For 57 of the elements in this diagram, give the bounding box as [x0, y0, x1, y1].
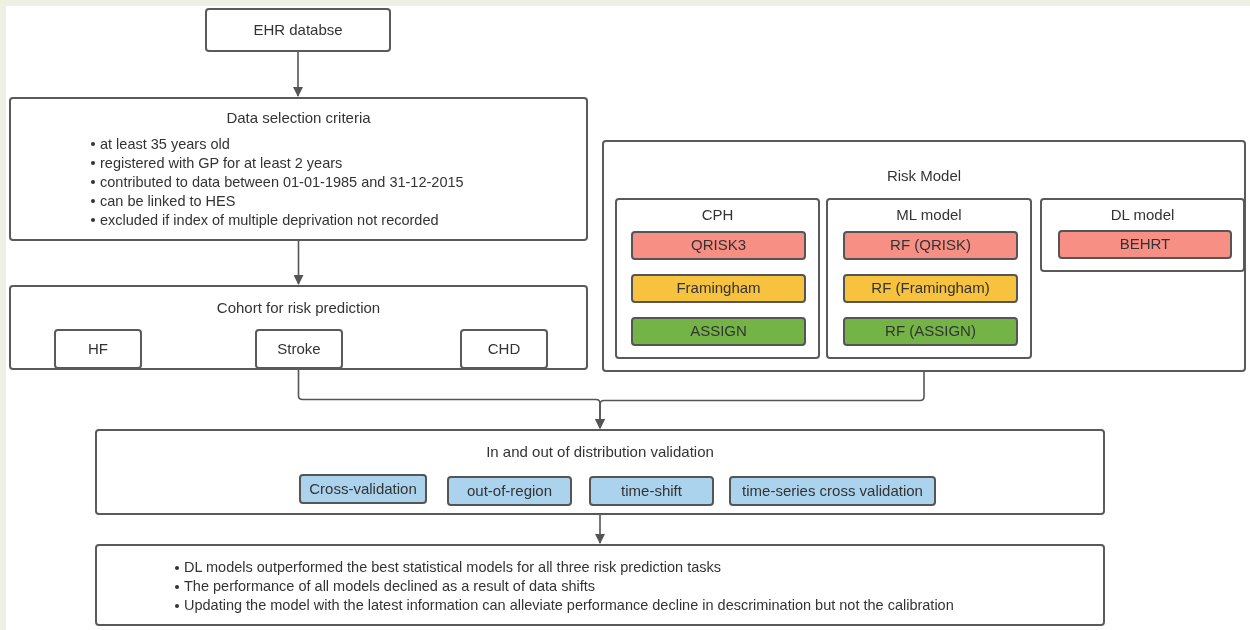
box-label: Stroke — [277, 338, 321, 359]
process-box — [54, 329, 142, 369]
box-heading: Data selection criteria — [226, 108, 371, 128]
model-group-box — [1040, 198, 1245, 272]
bullet-text: contributed to data between 01-01-1985 and 31-12-2015 — [100, 172, 464, 192]
model-group-box — [826, 198, 1032, 359]
chip-label: Cross-validation — [309, 478, 417, 499]
model-chip — [631, 274, 806, 303]
model-chip — [631, 317, 806, 346]
group-heading: ML model — [896, 205, 962, 225]
bullet-text: DL models outperformed the best statistical models for all three risk prediction tasks — [184, 558, 721, 577]
model-chip — [631, 231, 806, 260]
chip-label: BEHRT — [1119, 234, 1171, 255]
chip-label: time-series cross validation — [742, 480, 923, 501]
group-box — [602, 140, 1246, 372]
group-box — [95, 429, 1105, 515]
bullet-text: The performance of all models declined as a result of data shifts — [184, 577, 596, 596]
arrow — [293, 51, 303, 97]
box-label: HF — [88, 338, 108, 359]
group-heading: DL model — [1110, 205, 1175, 225]
bullet-text: excluded if index of multiple deprivation not recorded — [100, 210, 439, 230]
chip-label: time-shift — [621, 480, 682, 501]
model-chip — [843, 274, 1018, 303]
model-group-box — [615, 198, 820, 359]
arrow — [293, 240, 304, 285]
chip-label: RF (ASSIGN) — [885, 321, 976, 342]
model-chip — [299, 474, 427, 504]
model-chip — [843, 317, 1018, 346]
model-chip — [1058, 230, 1232, 259]
group-heading: Cohort for risk prediction — [216, 298, 381, 318]
box-label: CHD — [487, 338, 521, 359]
chip-label: RF (QRISK) — [890, 235, 971, 256]
bullet-text: Updating the model with the latest information can alleviate performance decline in descrimination but not the calibration — [184, 596, 954, 615]
model-chip — [843, 231, 1018, 260]
chip-label: Framingham — [676, 278, 761, 299]
chip-label: ASSIGN — [690, 321, 747, 342]
bullet-text: at least 35 years old — [100, 134, 230, 154]
bullet-text: can be linked to HES — [100, 191, 236, 211]
box-label: EHR databse — [253, 19, 343, 40]
process-box — [255, 329, 343, 369]
process-box — [9, 97, 588, 241]
group-box — [9, 285, 588, 370]
model-chip — [589, 476, 714, 506]
arrow — [595, 371, 925, 429]
process-box — [460, 329, 548, 369]
process-box — [205, 8, 391, 52]
arrow — [595, 514, 605, 544]
model-chip — [447, 476, 572, 506]
group-heading: In and out of distribution validation — [486, 442, 714, 462]
group-heading: Risk Model — [886, 166, 962, 186]
results-box — [95, 544, 1105, 626]
chip-label: QRISK3 — [691, 235, 746, 256]
chip-label: RF (Framingham) — [871, 278, 990, 299]
group-heading: CPH — [701, 205, 734, 225]
model-chip — [729, 476, 936, 506]
chip-label: out-of-region — [466, 480, 553, 501]
bullet-text: registered with GP for at least 2 years — [100, 153, 343, 173]
